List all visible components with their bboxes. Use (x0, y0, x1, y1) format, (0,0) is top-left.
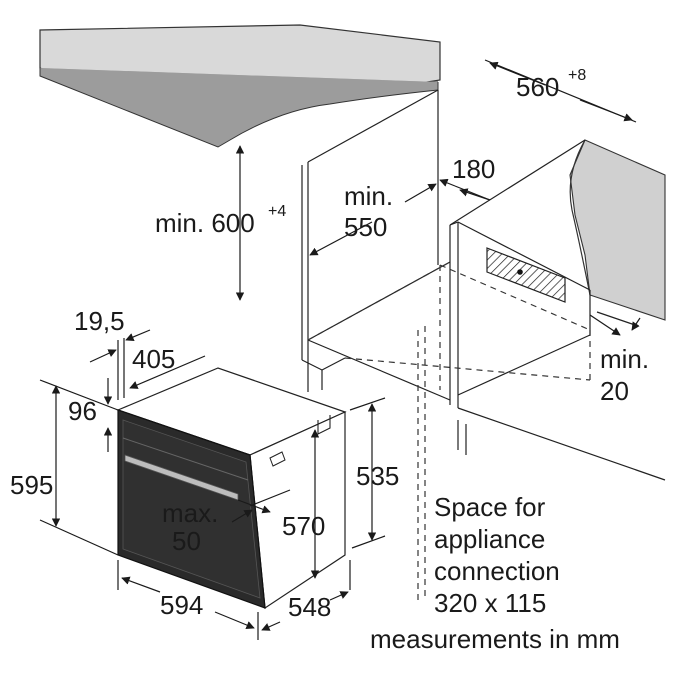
worktop (39, 24, 441, 148)
dim-595: 595 (10, 470, 53, 500)
dim-19-5: 19,5 (74, 306, 125, 336)
dim-min-20-line2: 20 (600, 376, 629, 406)
dimension-lines (39, 59, 641, 640)
connection-note-line4: 320 x 115 (434, 588, 546, 618)
dim-548: 548 (288, 592, 331, 622)
connection-note-line2: appliance (434, 524, 545, 554)
dim-max-50-line2: 50 (172, 526, 201, 556)
connection-socket (517, 269, 523, 275)
oven (116, 367, 347, 610)
connection-area (486, 247, 566, 303)
connection-note-line3: connection (434, 556, 560, 586)
dim-max-50-line1: max. (162, 498, 218, 528)
dim-min-20-line1: min. (600, 344, 649, 374)
dim-180: 180 (452, 154, 495, 184)
dim-570: 570 (282, 511, 325, 541)
dim-min-600-tolerance: +4 (268, 203, 286, 220)
dim-560-tolerance: +8 (568, 67, 586, 84)
cabinet (301, 89, 666, 481)
connection-note-line1: Space for (434, 492, 546, 522)
dim-560: 560 (516, 72, 559, 102)
units-note: measurements in mm (370, 624, 620, 654)
dim-96: 96 (68, 396, 97, 426)
dim-535: 535 (356, 461, 399, 491)
dim-405: 405 (132, 344, 175, 374)
dim-min-550-line2: 550 (344, 212, 387, 242)
dim-min-550-line1: min. (344, 181, 393, 211)
dim-min-600: min. 600 (155, 208, 255, 238)
dim-594: 594 (160, 590, 203, 620)
right-wall (569, 139, 666, 321)
hidden-lines (307, 261, 591, 600)
